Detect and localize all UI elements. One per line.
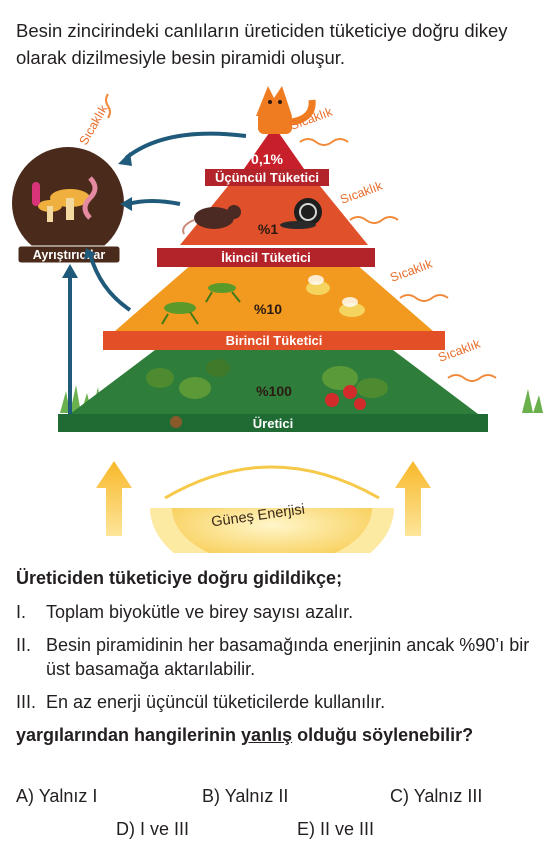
option-text: I ve III [140,819,190,839]
tertiary-consumer-label: Üçüncül Tüketici [215,170,319,185]
ask-text-after: olduğu söylenebilir? [292,725,474,745]
sun-icon [150,465,394,553]
statement-number: II. [16,635,32,655]
option-text: II ve III [320,819,375,839]
option-text: Yalnız III [413,786,483,806]
option-letter: A) [16,786,34,806]
secondary-consumer-level [180,186,368,245]
oak-leaves-icon [146,359,230,428]
berry-plant-icon [322,366,388,410]
energy-arrow-left [96,461,132,536]
statement-number: III. [16,692,37,712]
option-e[interactable]: E) II ve III [297,819,374,840]
statement-text: Toplam biyokütle ve birey sayısı azalır. [46,602,354,622]
mouse-icon [182,205,241,235]
option-letter: B) [202,786,220,806]
tertiary-consumer-band [205,169,329,186]
option-text: Yalnız I [38,786,98,806]
option-a[interactable]: A) Yalnız I [16,786,97,807]
heat-label-secondary: Sıcaklık [338,178,385,206]
statement-number: I. [16,602,27,622]
arrowheads [62,152,132,278]
mushroom-icon [38,189,90,222]
producer-band [58,414,488,432]
primary-consumer-percent: %10 [254,301,282,317]
statement-text: En az enerji üçüncül tüketicilerde kulla… [46,692,386,712]
decomposition-arrows [68,131,247,414]
food-pyramid-figure: Üretici Birincil Tüketici İkincil Tüketi… [12,86,543,553]
decomposers-label: Ayrıştırıcılar [33,248,106,262]
heat-label-decomposer: Sıcaklık [76,102,110,148]
question-block: Üreticiden tüketiciye doğru gidildikçe; … [16,566,541,747]
bee-icon [306,275,365,317]
secondary-consumer-percent: %1 [258,221,278,237]
option-c[interactable]: C) Yalnız III [390,786,482,807]
producer-level [70,350,478,414]
snail-icon [280,198,322,229]
secondary-consumer-band [157,248,375,267]
decomposers-group: Ayrıştırıcılar [12,147,124,264]
primary-consumer-label: Birincil Tüketici [226,333,323,348]
statement-1: I. Toplam biyokütle ve birey sayısı azal… [16,600,541,624]
statement-2: II. Besin piramidinin her basamağında en… [16,633,541,681]
decomposers-band [17,245,121,264]
statement-text: Besin piramidinin her basamağında enerji… [46,635,530,679]
question-stem: Üreticiden tüketiciye doğru gidildikçe; [16,568,343,588]
option-letter: E) [297,819,315,839]
grasshopper-icon [161,283,241,325]
question-ask: yargılarından hangilerinin yanlış olduğu… [16,723,541,747]
intro-text: Besin zincirindeki canlıların üreticiden… [16,20,508,68]
producer-percent: %100 [256,383,292,399]
heat-wave-icons [105,93,497,382]
option-text: Yalnız II [224,786,289,806]
bacteria-icon [32,176,98,220]
secondary-consumer-label: İkincil Tüketici [221,250,311,265]
ask-emphasis: yanlış [241,725,293,745]
ask-text-before: yargılarından hangilerinin [16,725,242,745]
statement-3: III. En az enerji üçüncül tüketicilerde … [16,690,541,714]
option-letter: C) [390,786,409,806]
option-d[interactable]: D) I ve III [116,819,189,840]
option-letter: D) [116,819,135,839]
producer-label: Üretici [253,416,293,431]
energy-arrow-right [395,461,431,536]
heat-label-primary: Sıcaklık [388,256,435,284]
option-b[interactable]: B) Yalnız II [202,786,288,807]
fox-icon [256,86,316,134]
primary-consumer-band [103,331,445,350]
tertiary-consumer-percent: 0,1% [251,151,283,167]
